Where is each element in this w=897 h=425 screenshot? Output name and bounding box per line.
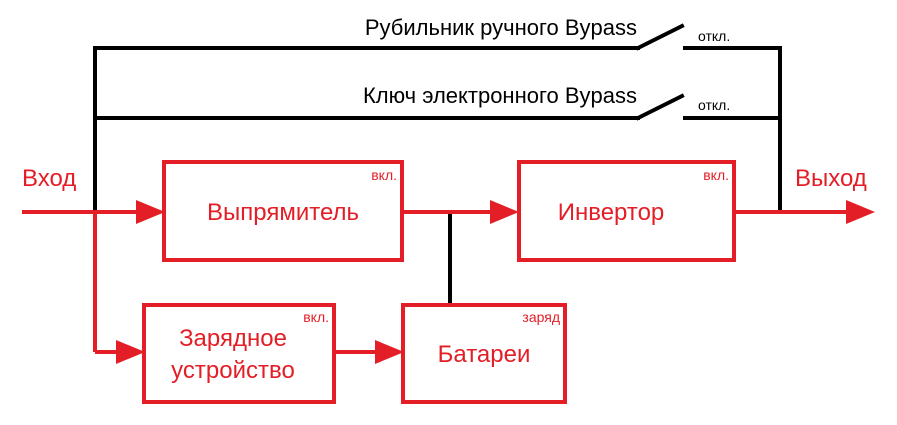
charger-block: вкл. Зарядное устройство: [142, 303, 336, 404]
arrow-output-icon: [846, 200, 875, 224]
rectifier-state: вкл.: [371, 167, 397, 183]
electronic-bypass-label: Ключ электронного Bypass: [363, 83, 637, 108]
arrow-to-inverter-icon: [490, 200, 519, 224]
input-label: Вход: [22, 165, 76, 192]
charger-label-line2: устройство: [171, 357, 295, 384]
electronic-bypass-state: откл.: [698, 97, 730, 113]
output-label: Выход: [795, 165, 867, 192]
electronic-bypass-switch-blade: [635, 93, 685, 121]
rectifier-block: вкл. Выпрямитель: [162, 160, 404, 262]
manual-bypass-switch-blade: [635, 23, 685, 51]
manual-bypass-state: откл.: [698, 28, 730, 44]
bypass-wiring: [93, 23, 782, 307]
inverter-state: вкл.: [703, 167, 729, 183]
arrow-to-rectifier-icon: [136, 200, 165, 224]
batteries-block: заряд Батареи: [401, 303, 567, 404]
inverter-label: Инвертор: [558, 199, 665, 226]
rectifier-label: Выпрямитель: [207, 199, 359, 226]
arrow-to-batteries-icon: [375, 340, 404, 364]
inverter-block: вкл. Инвертор: [517, 160, 736, 262]
manual-bypass-label: Рубильник ручного Bypass: [365, 15, 637, 40]
arrowheads: [116, 200, 875, 364]
batteries-state: заряд: [522, 309, 560, 325]
charger-label-line1: Зарядное: [179, 325, 287, 352]
arrow-to-charger-icon: [116, 340, 145, 364]
batteries-label: Батареи: [438, 341, 531, 368]
charger-state: вкл.: [303, 309, 329, 325]
power-path: [22, 210, 850, 354]
